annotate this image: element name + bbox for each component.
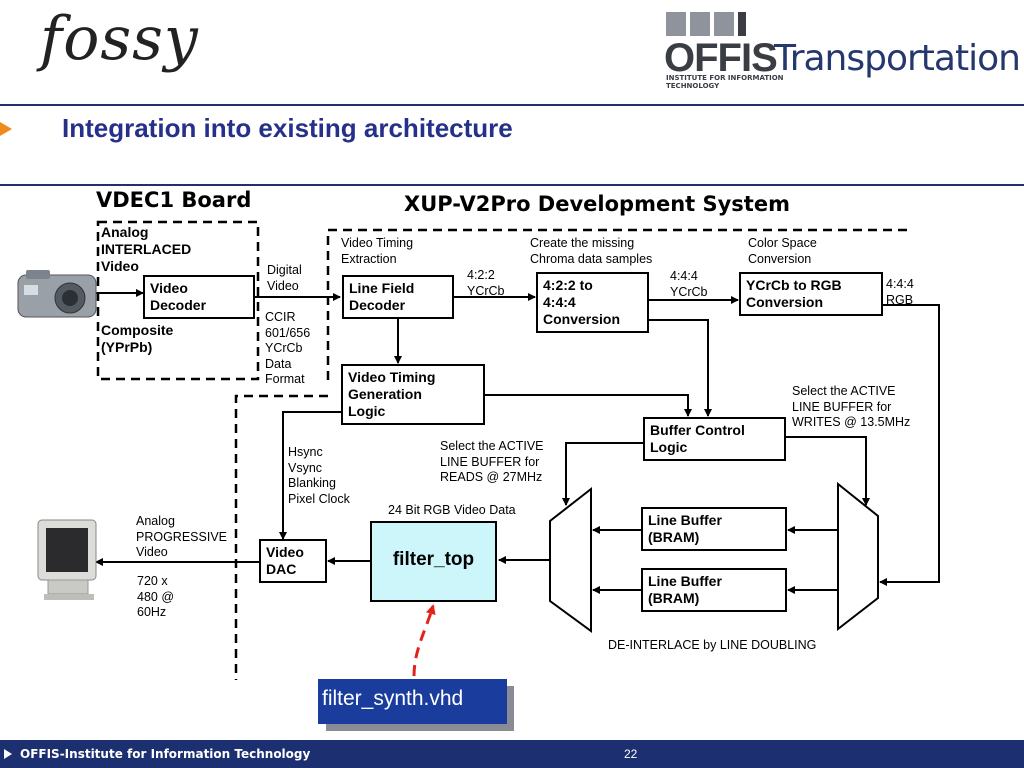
chroma-note: Create the missing Chroma data samples [530, 236, 653, 266]
analog-output-label: Analog PROGRESSIVE Video [136, 514, 227, 559]
filter-top-block: filter_top [370, 521, 497, 602]
footer-text: OFFIS-Institute for Information Technolo… [20, 747, 311, 761]
conversion-422-444-block: 4:2:2 to 4:4:4 Conversion [536, 272, 649, 333]
offis-logo-subtitle: INSTITUTE FOR INFORMATION TECHNOLOGY [666, 74, 784, 90]
deinterlace-note: DE-INTERLACE by LINE DOUBLING [608, 638, 817, 652]
select-writes-note: Select the ACTIVE LINE BUFFER for WRITES… [792, 384, 911, 429]
rgb24-note: 24 Bit RGB Video Data [388, 503, 516, 517]
format-444rgb-label: 4:4:4 RGB [886, 277, 914, 307]
colorspace-note: Color Space Conversion [748, 236, 817, 266]
monitor-icon [37, 519, 97, 600]
footer-arrow-icon [4, 749, 12, 759]
fossy-logo: fossy [40, 4, 199, 74]
offis-logo-transportation: Transportation [774, 38, 1021, 79]
digital-video-label: Digital Video [267, 263, 302, 293]
line-buffer-2-block: Line Buffer (BRAM) [641, 568, 787, 612]
timing-generation-block: Video Timing Generation Logic [341, 364, 485, 425]
page-number: 22 [624, 747, 638, 761]
video-decoder-block: Video Decoder [143, 275, 255, 319]
analog-input-label: Analog INTERLACED Video [101, 224, 192, 274]
footer-bar: OFFIS-Institute for Information Technolo… [0, 740, 1024, 768]
buffer-control-block: Buffer Control Logic [643, 417, 786, 461]
vdec-board-label: VDEC1 Board [96, 188, 252, 212]
ccir-format-label: CCIR 601/656 YCrCb Data Format [265, 310, 311, 386]
line-buffer-1-block: Line Buffer (BRAM) [641, 507, 787, 551]
xup-system-label: XUP-V2Pro Development System [404, 192, 790, 216]
resolution-label: 720 x 480 @ 60Hz [137, 574, 175, 619]
line-field-decoder-block: Line Field Decoder [342, 275, 454, 319]
format-422-label: 4:2:2 YCrCb [467, 268, 505, 298]
select-reads-note: Select the ACTIVE LINE BUFFER for READS … [440, 439, 544, 484]
offis-logo: OFFIS [664, 36, 778, 80]
slide-title: Integration into existing architecture [62, 113, 513, 143]
timing-extraction-note: Video Timing Extraction [341, 236, 414, 266]
header-rule-top [0, 104, 1024, 106]
title-bullet-icon [0, 122, 12, 136]
offis-logo-blocks [666, 12, 750, 41]
sync-signals-note: Hsync Vsync Blanking Pixel Clock [288, 445, 350, 506]
filter-synth-file: filter_synth.vhd [318, 679, 507, 724]
composite-label: Composite (YPrPb) [101, 322, 174, 355]
format-444-label: 4:4:4 YCrCb [670, 269, 708, 299]
ycrcb-rgb-block: YCrCb to RGB Conversion [739, 272, 883, 316]
camera-icon [17, 270, 97, 318]
video-dac-block: Video DAC [259, 539, 327, 583]
header-rule-bottom [0, 184, 1024, 186]
